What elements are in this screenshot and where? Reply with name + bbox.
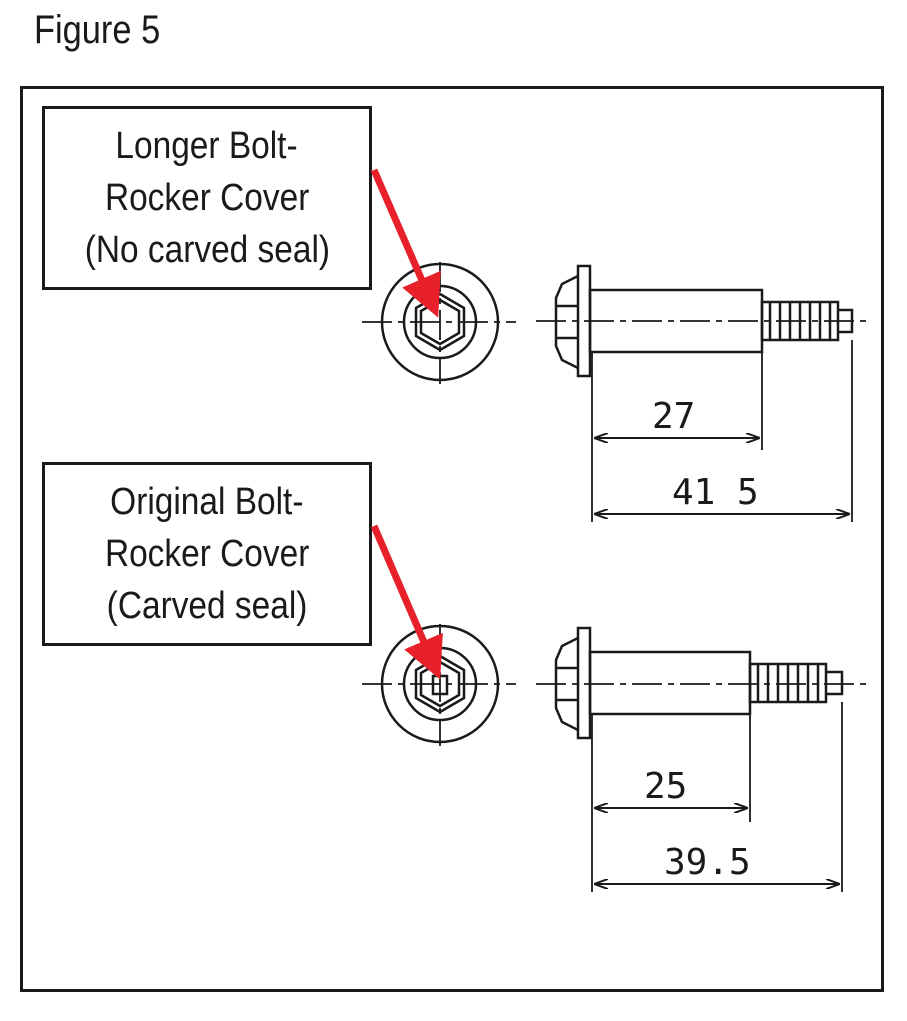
label-box-longer-bolt: Longer Bolt- Rocker Cover (No carved sea… bbox=[42, 106, 372, 290]
bottom-bolt-end-view bbox=[362, 624, 516, 746]
label-line: Rocker Cover bbox=[104, 177, 310, 219]
label-line: Rocker Cover bbox=[104, 533, 310, 575]
pointer-arrow-top bbox=[370, 168, 441, 318]
dim-shank-bottom: 25 bbox=[644, 766, 687, 807]
figure-title: Figure 5 bbox=[34, 8, 161, 52]
top-bolt-side-view bbox=[536, 264, 866, 522]
dim-shank-top: 27 bbox=[652, 396, 695, 437]
label-box-original-bolt: Original Bolt- Rocker Cover (Carved seal… bbox=[42, 462, 372, 646]
diagram-frame bbox=[20, 86, 884, 992]
bottom-bolt-side-view bbox=[536, 626, 866, 892]
dim-total-top: 41 5 bbox=[672, 472, 759, 513]
label-line: Original Bolt- bbox=[110, 481, 304, 523]
pointer-arrow-bottom bbox=[370, 524, 443, 680]
label-line: Longer Bolt- bbox=[115, 125, 299, 167]
label-line: (Carved seal) bbox=[106, 585, 308, 627]
dim-total-bottom: 39.5 bbox=[664, 842, 751, 883]
label-line: (No carved seal) bbox=[84, 229, 330, 271]
top-bolt-end-view bbox=[362, 262, 516, 384]
